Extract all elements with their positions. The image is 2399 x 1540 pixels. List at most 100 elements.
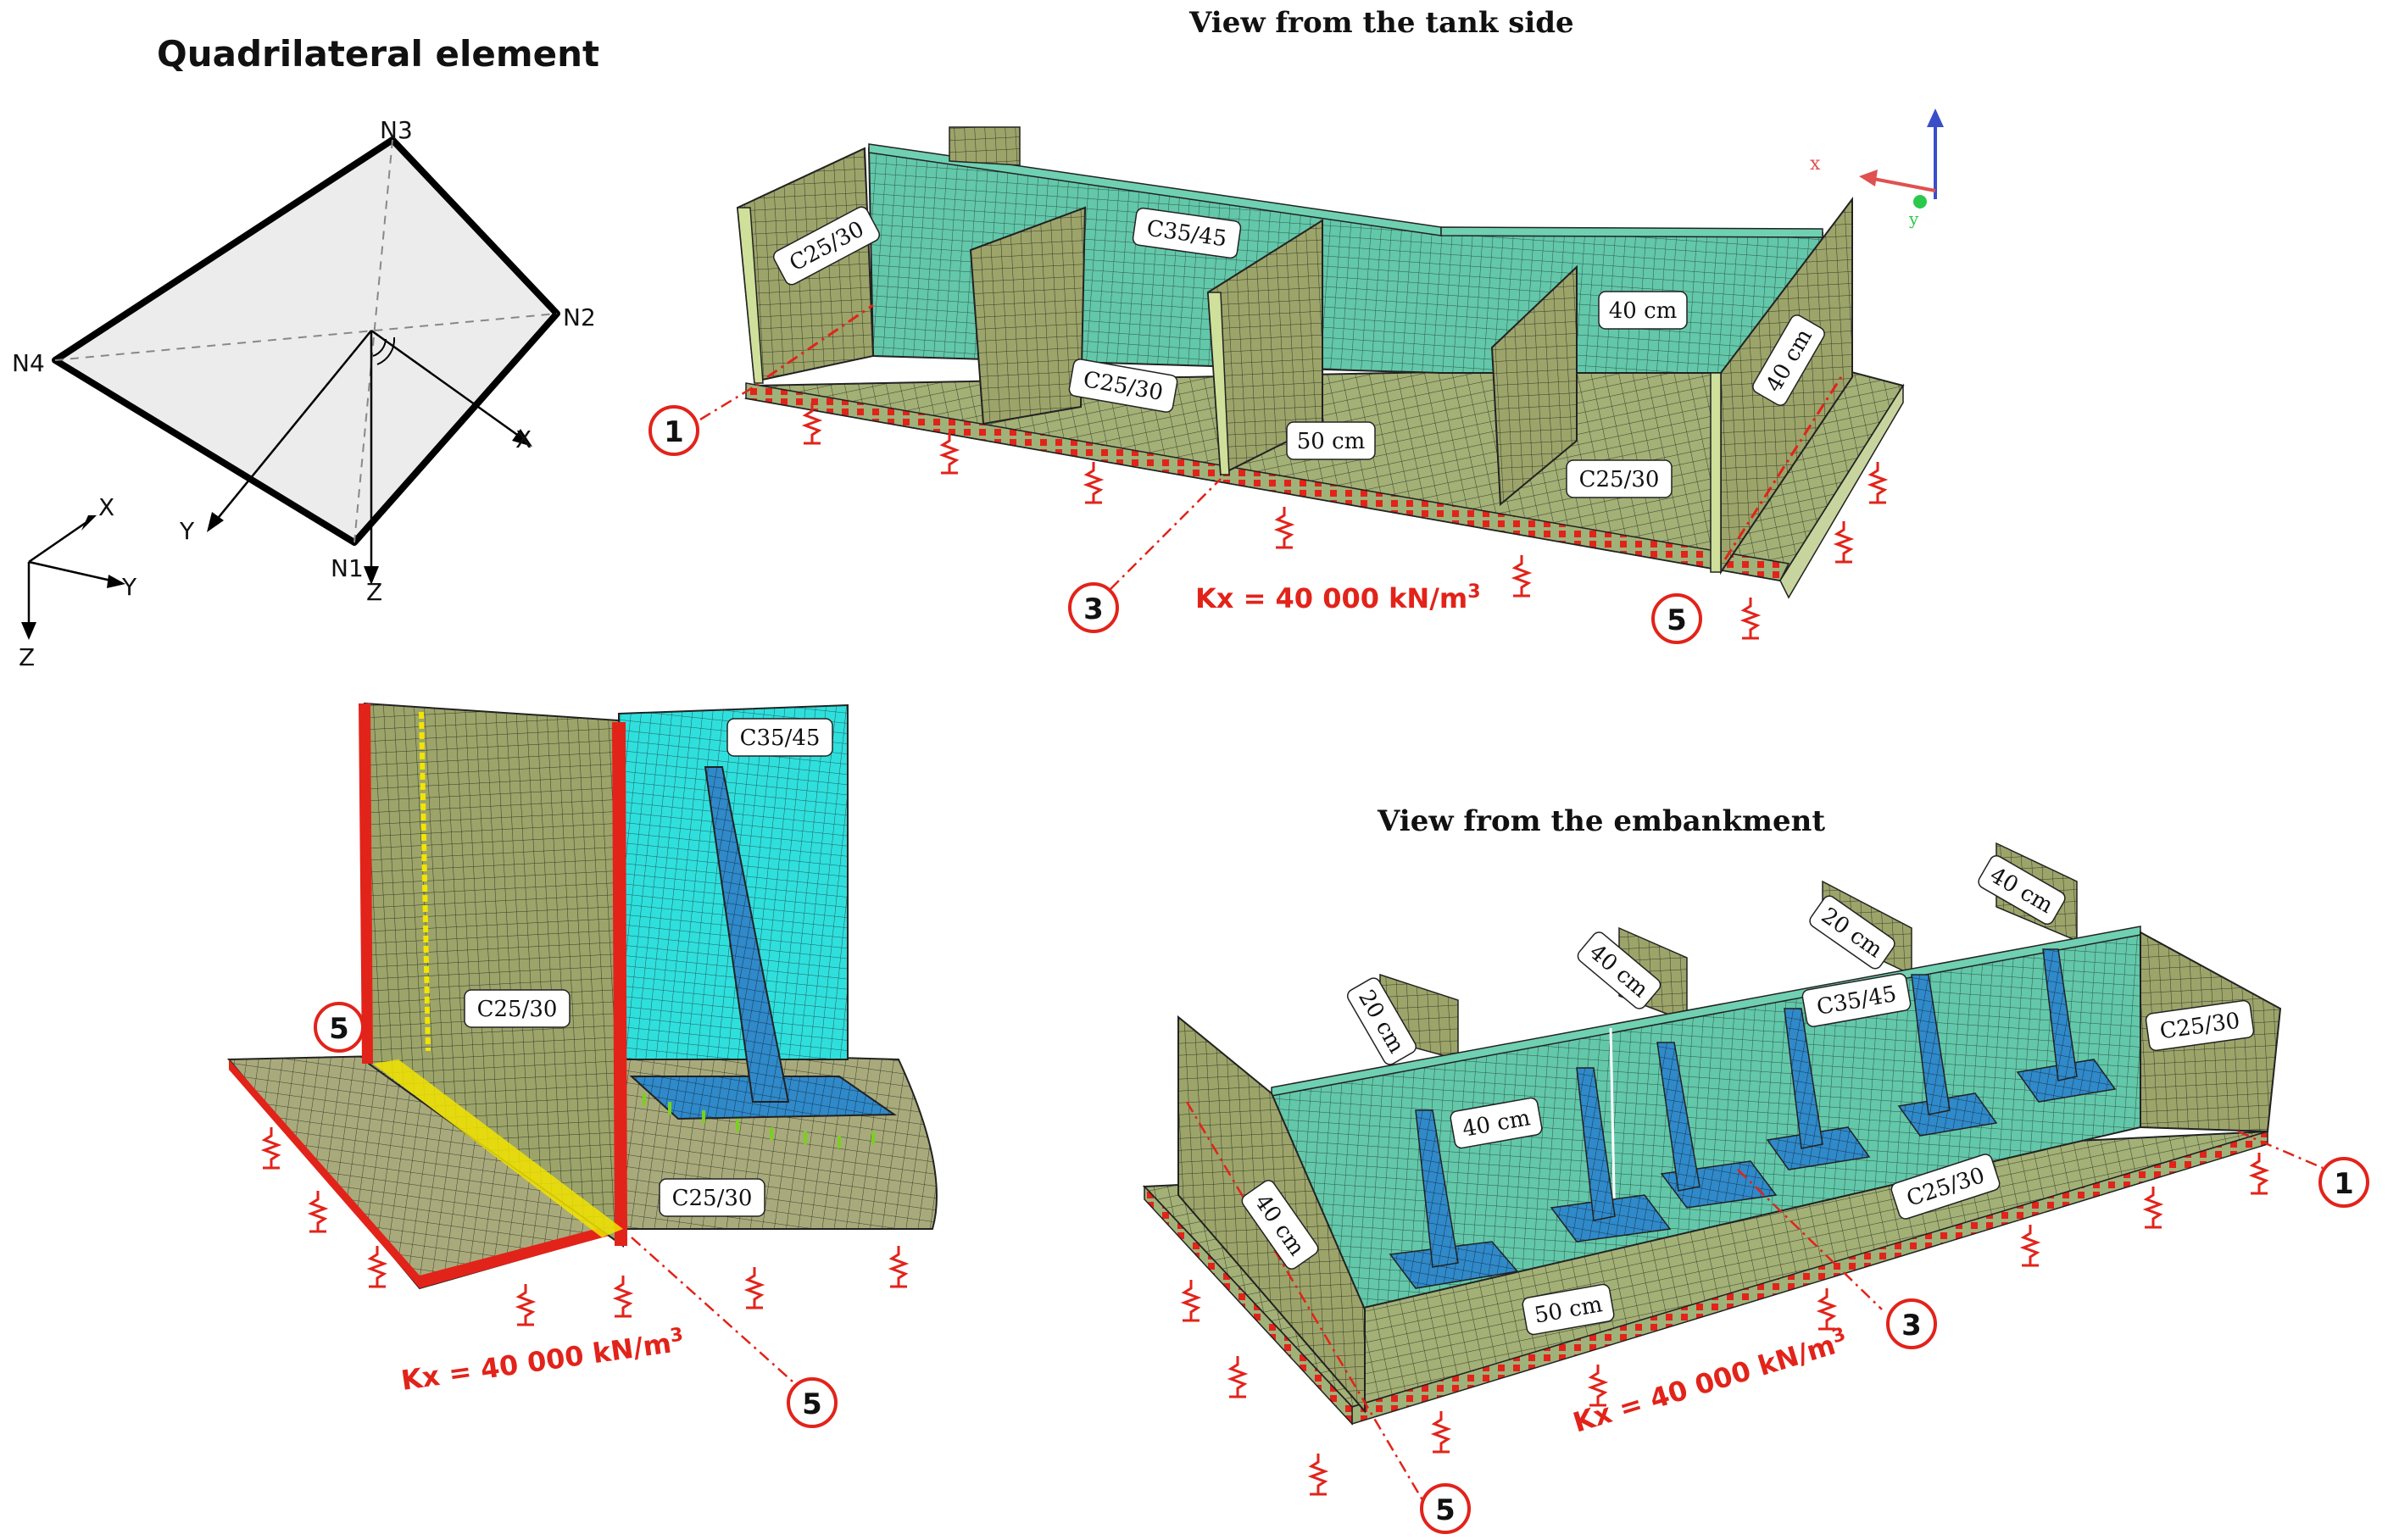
coordinate-triad: x y bbox=[1810, 108, 1944, 229]
label-c25-30: C25/30 bbox=[464, 989, 571, 1028]
angle-arc bbox=[372, 338, 387, 357]
detail-spring-supports bbox=[260, 1127, 910, 1326]
counterfort bbox=[1784, 1008, 1823, 1149]
section-marker-text: 5 bbox=[1435, 1493, 1456, 1527]
triad-x-axis bbox=[1868, 176, 1936, 192]
right-end-wall-edge bbox=[1710, 372, 1722, 573]
label-c25-30: C25/30 bbox=[2145, 999, 2255, 1052]
spring-support bbox=[1739, 598, 1762, 640]
counterfort bbox=[1656, 1042, 1700, 1192]
embankment-slab-edge bbox=[1144, 1185, 1353, 1426]
spring-support bbox=[743, 1267, 765, 1309]
label-c25-30: C25/30 bbox=[1068, 359, 1178, 413]
section-leader bbox=[631, 1237, 793, 1382]
spring-support bbox=[1833, 521, 1855, 564]
spring-support bbox=[888, 1246, 910, 1288]
tank-side-model: C25/30 C35/45 C25/30 50 cm 40 cm 40 cm C… bbox=[648, 108, 1944, 644]
detail-wall-edge bbox=[612, 722, 627, 1246]
counterfort bbox=[1911, 974, 1951, 1115]
embankment-model: 20 cm 40 cm 20 cm 40 cm C35/45 C25/30 40… bbox=[1142, 842, 2369, 1534]
counterfort-footing bbox=[1389, 1241, 1519, 1289]
label-c35-45: C35/45 bbox=[726, 718, 833, 757]
label-40cm: 40 cm bbox=[1598, 291, 1688, 330]
section-marker-1 bbox=[2318, 1157, 2369, 1208]
spring-support bbox=[1511, 555, 1533, 598]
label-text: 40 cm bbox=[1609, 298, 1678, 324]
spring-support bbox=[2019, 1225, 2041, 1267]
support-line bbox=[766, 303, 874, 379]
node-label-n4: N4 bbox=[12, 349, 45, 377]
global-z-arrowhead bbox=[21, 622, 36, 640]
element-diagonal bbox=[353, 139, 393, 543]
local-z-arrowhead bbox=[364, 566, 379, 585]
spring-support bbox=[1867, 462, 1889, 504]
spring-support bbox=[1430, 1411, 1452, 1454]
section-marker-1 bbox=[648, 405, 699, 456]
spring-support bbox=[260, 1127, 282, 1170]
detail-yellow-line bbox=[419, 711, 431, 1052]
left-end-wall-edge bbox=[737, 207, 764, 384]
label-c35-45: C35/45 bbox=[1801, 973, 1912, 1027]
local-y-label: Y bbox=[179, 517, 195, 545]
global-y-arrowhead bbox=[107, 575, 125, 588]
far-left-wall bbox=[949, 126, 1021, 166]
label-40cm: 40 cm bbox=[1577, 931, 1661, 1009]
local-x-arrowhead bbox=[512, 429, 532, 447]
section-marker-text: 1 bbox=[2334, 1167, 2354, 1201]
label-text: 50 cm bbox=[1297, 429, 1366, 454]
support-line bbox=[1737, 1169, 1883, 1310]
angle-arc bbox=[376, 336, 396, 365]
detail-wall-edge bbox=[359, 703, 373, 1064]
stem-wall-top bbox=[1440, 226, 1823, 238]
section-marker-3 bbox=[1886, 1298, 1937, 1349]
spring-support bbox=[515, 1284, 537, 1326]
label-text: C25/30 bbox=[477, 997, 558, 1022]
triad-x-label: x bbox=[1810, 153, 1821, 175]
triad-z-arrowhead bbox=[1927, 108, 1944, 127]
label-50cm: 50 cm bbox=[1522, 1283, 1615, 1336]
section-marker-text: 5 bbox=[1667, 603, 1687, 637]
node-label-n1: N1 bbox=[331, 554, 364, 582]
spring-support bbox=[307, 1191, 329, 1233]
global-x-arrowhead bbox=[81, 515, 97, 531]
spring-support bbox=[801, 403, 823, 445]
tank-side-title: View from the tank side bbox=[1188, 6, 1574, 40]
spring-support bbox=[938, 432, 960, 475]
label-50cm: 50 cm bbox=[1286, 421, 1376, 460]
counterfort bbox=[2042, 948, 2078, 1081]
local-x-axis bbox=[370, 329, 526, 442]
global-y-axis bbox=[28, 560, 120, 584]
element-diagonal bbox=[54, 313, 558, 361]
local-z-label: Z bbox=[366, 578, 382, 606]
global-x-axis bbox=[28, 517, 92, 564]
spring-support bbox=[1180, 1280, 1202, 1322]
section-marker-text: 3 bbox=[1901, 1309, 1922, 1343]
detail-slab-edge bbox=[229, 1059, 420, 1288]
label-c35-45: C35/45 bbox=[1132, 207, 1242, 259]
local-y-axis bbox=[211, 330, 372, 526]
section-marker-5 bbox=[1420, 1483, 1471, 1534]
element-title: Quadrilateral element bbox=[157, 33, 599, 75]
spring-support bbox=[1227, 1356, 1249, 1398]
spring-support bbox=[1273, 507, 1295, 549]
base-slab-edge bbox=[1779, 383, 1904, 599]
global-x-label: X bbox=[98, 493, 114, 521]
interior-wall-edge bbox=[1207, 292, 1230, 475]
detail-yellow-strip bbox=[373, 1059, 623, 1237]
label-c25-30: C25/30 bbox=[1566, 459, 1673, 498]
counterfort-footing bbox=[1550, 1194, 1672, 1243]
triad-x-arrowhead bbox=[1859, 170, 1878, 186]
detail-counterfort bbox=[704, 766, 790, 1103]
label-c25-30: C25/30 bbox=[659, 1178, 765, 1217]
spring-support bbox=[1816, 1288, 1838, 1331]
detail-green-stubs bbox=[643, 1093, 875, 1148]
detail-slab-edge bbox=[420, 1220, 627, 1288]
interior-wall bbox=[1490, 264, 1578, 507]
front-counterforts bbox=[1389, 948, 2117, 1289]
spring-support bbox=[612, 1276, 634, 1318]
section-marker-3 bbox=[1068, 582, 1119, 633]
counterfort-footing bbox=[1897, 1092, 1998, 1137]
spring-support bbox=[1587, 1365, 1609, 1407]
label-text: C25/30 bbox=[672, 1186, 753, 1211]
section-marker-text: 5 bbox=[329, 1012, 349, 1046]
